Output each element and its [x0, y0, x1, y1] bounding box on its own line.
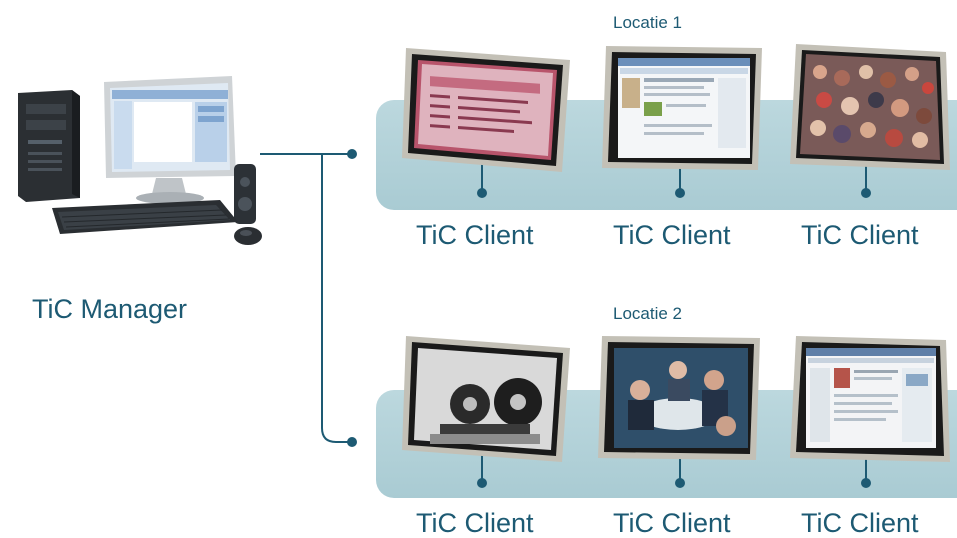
desktop-computer-icon [18, 76, 262, 245]
client-dot [675, 188, 685, 198]
monitor-film-reels-photo-icon [402, 336, 570, 462]
monitor-web-page-icon [602, 46, 762, 170]
location-2-title: Locatie 2 [613, 304, 682, 323]
client-dot [477, 478, 487, 488]
monitor-document-icon [402, 48, 570, 172]
location-1-title: Locatie 1 [613, 13, 682, 32]
monitor-crowd-photo-icon [790, 44, 950, 170]
client-label: TiC Client [801, 508, 919, 538]
client-label: TiC Client [613, 220, 731, 250]
client-label: TiC Client [613, 508, 731, 538]
client-dot [861, 478, 871, 488]
client-dot [861, 188, 871, 198]
connector-dot-location-1 [347, 149, 357, 159]
manager-label: TiC Manager [32, 294, 188, 324]
client-label: TiC Client [416, 508, 534, 538]
client-dot [477, 188, 487, 198]
client-label: TiC Client [801, 220, 919, 250]
connector-dot-location-2 [347, 437, 357, 447]
client-dot [675, 478, 685, 488]
monitor-web-page-icon [790, 336, 950, 462]
monitor-meeting-photo-icon [598, 336, 760, 460]
client-label: TiC Client [416, 220, 534, 250]
